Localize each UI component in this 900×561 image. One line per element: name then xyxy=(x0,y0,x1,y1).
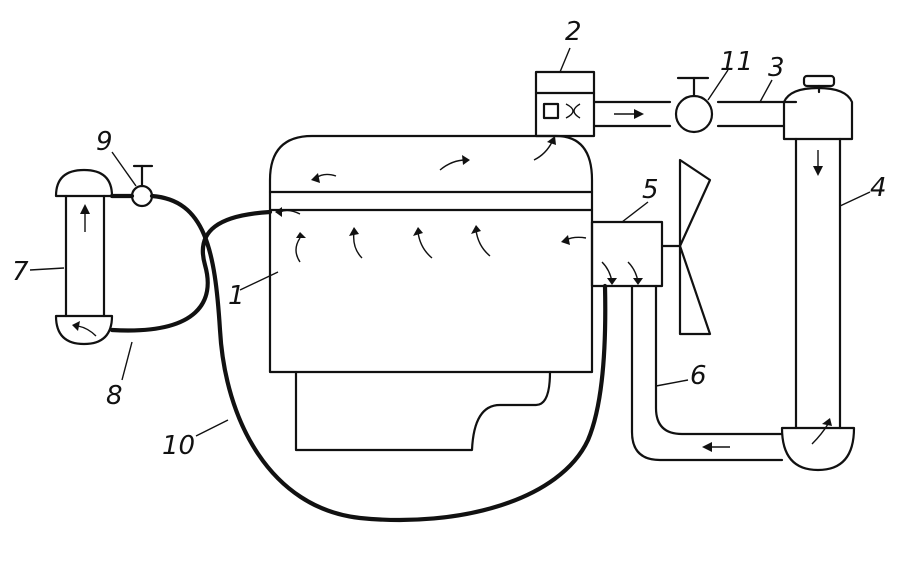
fan xyxy=(678,158,712,336)
water-pump xyxy=(590,220,682,288)
label-heater-valve: 9 xyxy=(96,127,113,157)
upper-pipe xyxy=(592,100,798,128)
part-labels: 1 2 3 4 5 6 7 8 9 10 11 xyxy=(12,17,887,461)
label-lower-pipe: 6 xyxy=(690,361,707,391)
label-thermostat: 2 xyxy=(565,17,582,47)
label-upper-pipe: 3 xyxy=(768,53,785,83)
heater-supply-hose xyxy=(149,193,608,523)
label-heater-supply-hose: 10 xyxy=(162,431,195,461)
label-heater: 7 xyxy=(12,257,29,287)
label-heater-return-hose: 8 xyxy=(106,381,123,411)
heater-core xyxy=(54,168,114,346)
lower-pipe xyxy=(630,284,784,462)
radiator xyxy=(780,74,856,472)
label-engine: 1 xyxy=(228,281,245,311)
oil-pan xyxy=(294,370,552,452)
flow-arrows xyxy=(72,109,832,452)
heater-return-hose xyxy=(109,209,273,333)
label-valve-11: 11 xyxy=(720,47,753,77)
heater-valve xyxy=(109,164,154,208)
label-radiator: 4 xyxy=(870,173,887,203)
leader-lines xyxy=(29,47,871,437)
label-pump: 5 xyxy=(642,175,659,205)
engine-block xyxy=(268,134,594,374)
thermostat-housing xyxy=(534,70,596,138)
valve-11 xyxy=(674,76,714,134)
